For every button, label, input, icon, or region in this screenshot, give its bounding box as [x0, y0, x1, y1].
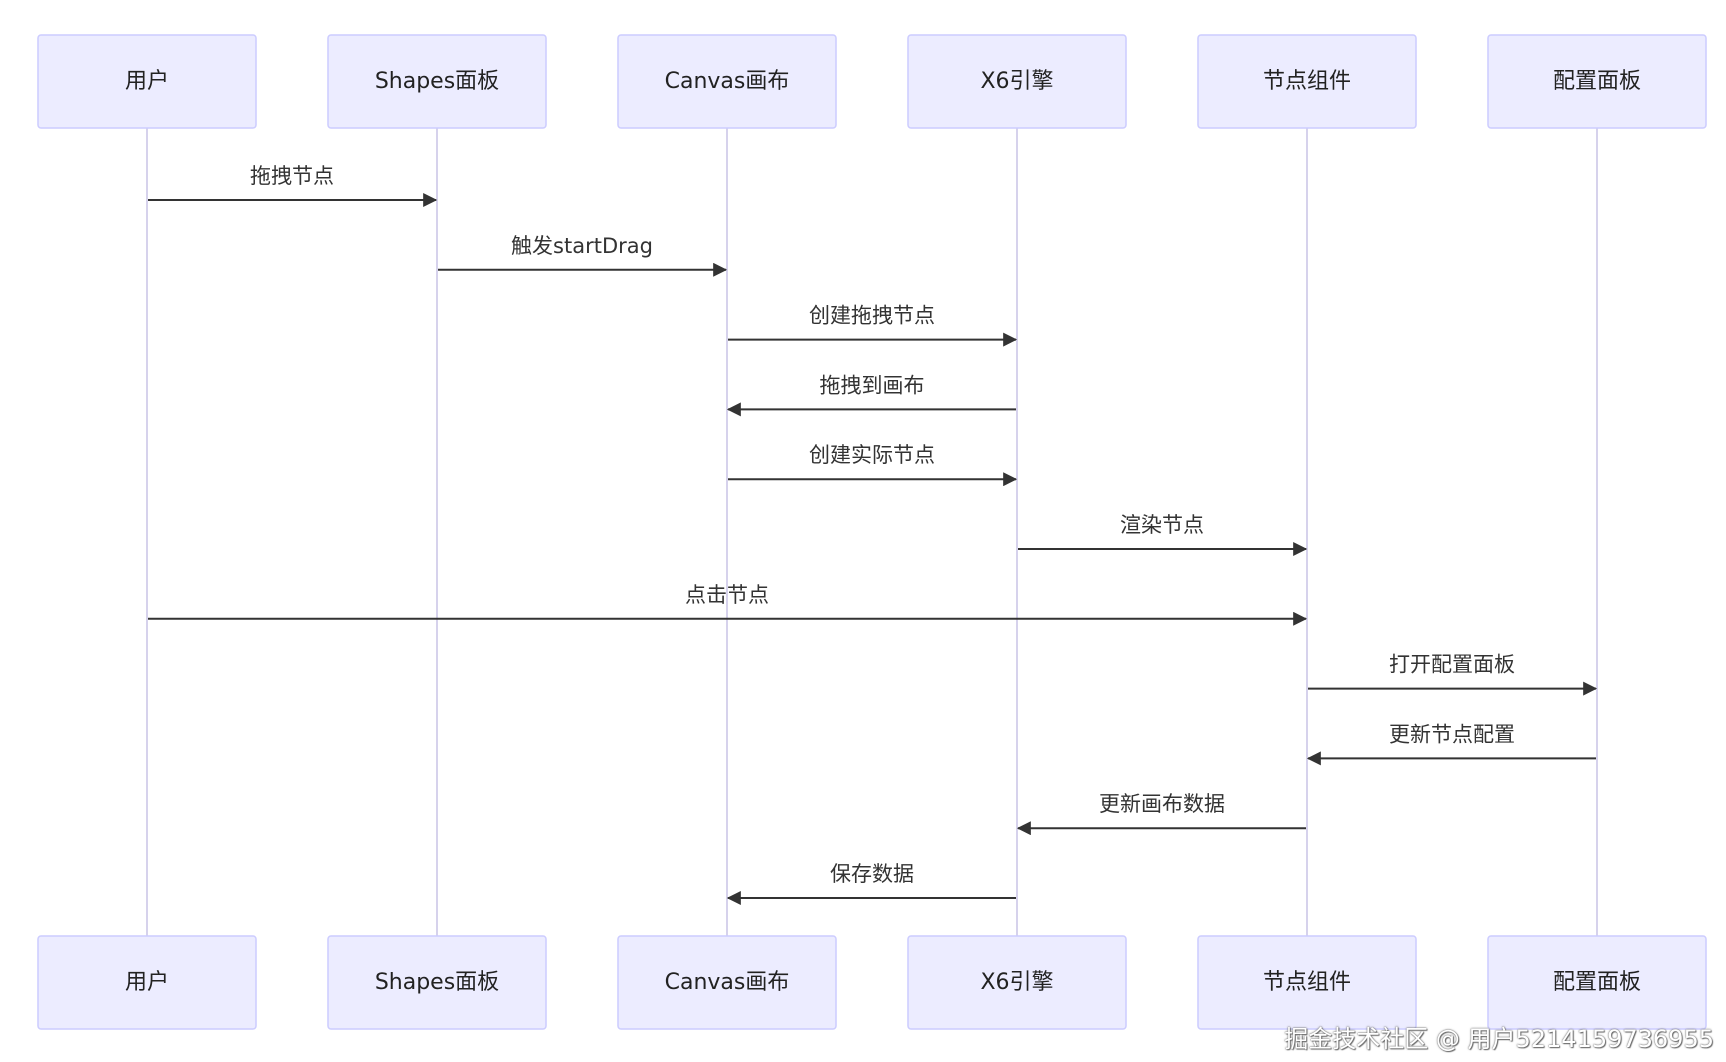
message-6: 渲染节点 — [1018, 513, 1308, 556]
message-label: 更新画布数据 — [1099, 792, 1225, 816]
participant-box — [617, 34, 837, 129]
message-2: 触发startDrag — [438, 234, 728, 277]
message-11: 保存数据 — [726, 862, 1016, 905]
participant-box — [907, 935, 1127, 1030]
participant-box — [1487, 34, 1707, 129]
message-label: 拖拽到画布 — [820, 373, 925, 397]
participant-box — [1197, 34, 1417, 129]
participant-label: 配置面板 — [1553, 69, 1641, 94]
participant-box — [907, 34, 1127, 129]
message-label: 创建实际节点 — [809, 443, 935, 467]
message-9: 更新节点配置 — [1306, 722, 1596, 766]
participant-shapes-top: Shapes面板 — [327, 34, 547, 129]
participant-box — [617, 935, 837, 1030]
message-8: 打开配置面板 — [1308, 653, 1598, 696]
participant-label: 用户 — [125, 69, 169, 94]
message-label: 保存数据 — [830, 862, 914, 886]
participant-box — [327, 34, 547, 129]
message-1: 拖拽节点 — [148, 164, 438, 207]
participant-node-bottom: 节点组件 — [1197, 935, 1417, 1030]
participant-box — [1197, 935, 1417, 1030]
participant-user-top: 用户 — [37, 34, 257, 129]
participant-config-bottom: 配置面板 — [1487, 935, 1707, 1030]
participant-canvas-top: Canvas画布 — [617, 34, 837, 129]
message-label: 渲染节点 — [1120, 513, 1204, 537]
message-label: 打开配置面板 — [1389, 653, 1515, 677]
message-label: 触发startDrag — [511, 234, 653, 258]
watermark: 掘金技术社区 @ 用户5214159736955 — [1284, 1025, 1714, 1053]
participant-label: Canvas画布 — [665, 69, 790, 94]
participant-label: 用户 — [125, 970, 169, 995]
message-3: 创建拖拽节点 — [728, 304, 1018, 347]
participant-label: X6引擎 — [980, 69, 1053, 94]
participant-label: X6引擎 — [980, 970, 1053, 995]
participant-x6-bottom: X6引擎 — [907, 935, 1127, 1030]
participant-box — [1487, 935, 1707, 1030]
participant-shapes-bottom: Shapes面板 — [327, 935, 547, 1030]
participant-label: 节点组件 — [1263, 970, 1351, 995]
message-label: 更新节点配置 — [1389, 722, 1515, 746]
message-label: 点击节点 — [685, 583, 769, 607]
participant-config-top: 配置面板 — [1487, 34, 1707, 129]
participant-canvas-bottom: Canvas画布 — [617, 935, 837, 1030]
participant-node-top: 节点组件 — [1197, 34, 1417, 129]
participant-user-bottom: 用户 — [37, 935, 257, 1030]
participant-label: Shapes面板 — [375, 970, 499, 995]
message-5: 创建实际节点 — [728, 443, 1018, 487]
message-10: 更新画布数据 — [1016, 792, 1306, 836]
participant-label: 节点组件 — [1263, 69, 1351, 94]
participant-box — [37, 935, 257, 1030]
participant-box — [327, 935, 547, 1030]
participant-label: 配置面板 — [1553, 970, 1641, 995]
message-7: 点击节点 — [148, 583, 1308, 626]
message-label: 创建拖拽节点 — [809, 304, 935, 328]
participant-box — [37, 34, 257, 129]
participant-label: Shapes面板 — [375, 69, 499, 94]
message-label: 拖拽节点 — [250, 164, 334, 188]
participant-x6-top: X6引擎 — [907, 34, 1127, 129]
participant-label: Canvas画布 — [665, 970, 790, 995]
message-4: 拖拽到画布 — [726, 373, 1016, 417]
